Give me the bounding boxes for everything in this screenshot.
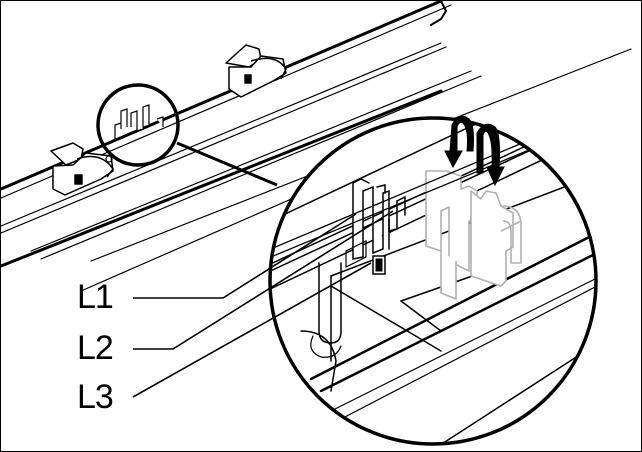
magnify-source [96,83,180,167]
detail-leader-line [176,141,278,187]
leader-L3 [132,262,372,398]
curved-down-arrow-icon [444,115,505,187]
callout-label-L3: L3 [77,378,114,416]
callout-label-L2: L2 [77,329,114,367]
rail-clip-left [50,142,114,196]
rail-clip-right [225,44,287,98]
magnified-detail-circle [268,116,598,446]
callout-label-L1: L1 [77,278,114,316]
leader-L1 [133,213,357,299]
callout-leaders [132,210,394,398]
magnified-detail [270,118,596,444]
leader-L2 [133,210,394,350]
ghost-connector [425,170,522,300]
